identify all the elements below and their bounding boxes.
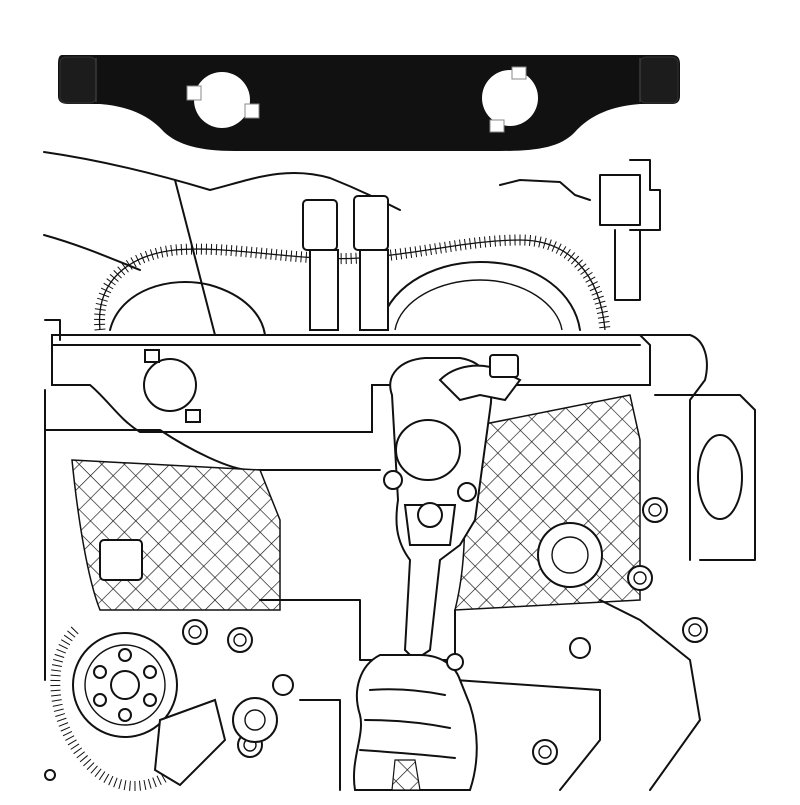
- locking-tool-plate: [58, 55, 680, 151]
- engine-illustration: [43, 151, 756, 791]
- tool-slot-right: [482, 70, 538, 126]
- tool-slot-left: [194, 72, 250, 128]
- bolts: [182, 497, 708, 765]
- hand: [353, 654, 478, 791]
- hatched-seal-left: [71, 459, 281, 611]
- ratchet-wrench: [383, 354, 522, 662]
- camshaft-caps: [302, 195, 389, 331]
- timing-chain: [94, 234, 611, 331]
